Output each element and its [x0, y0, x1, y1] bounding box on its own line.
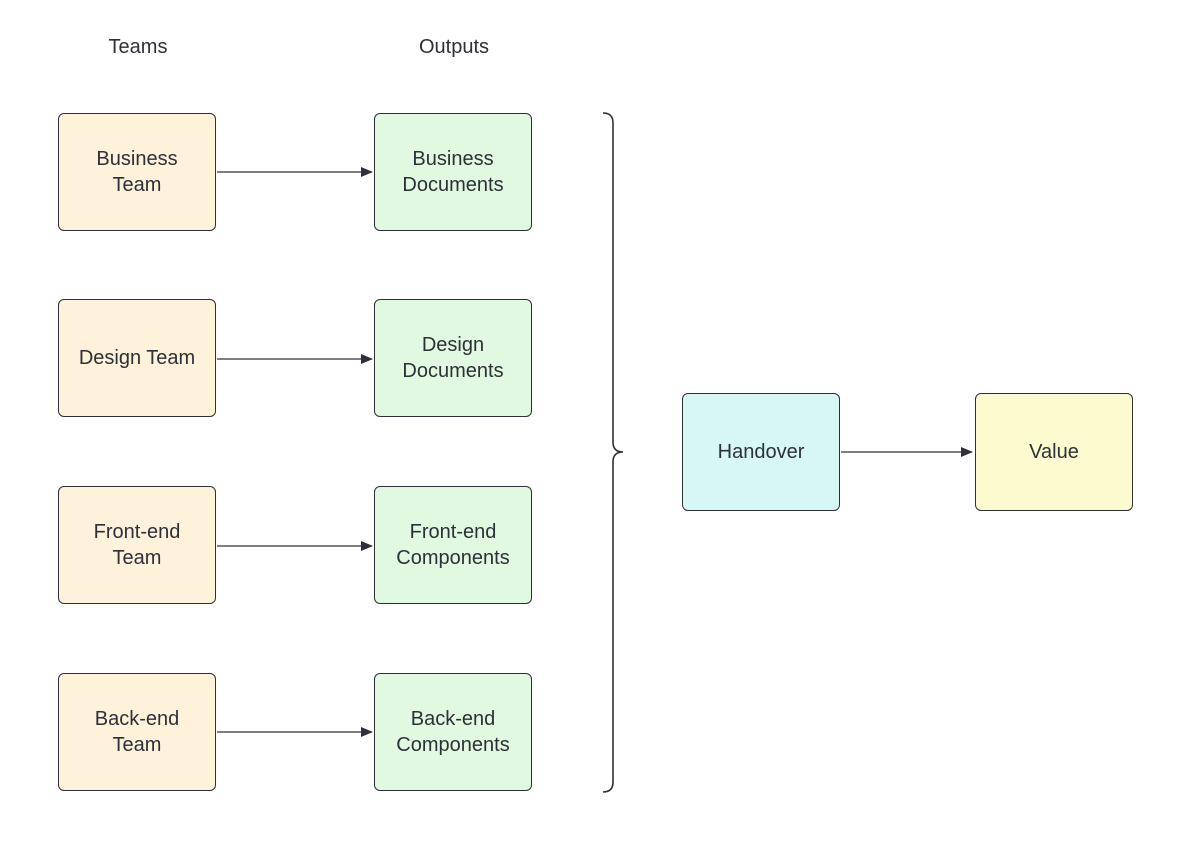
value-box[interactable]: Value: [975, 393, 1133, 511]
teams-column-header: Teams: [108, 36, 168, 58]
output-box-business-documents[interactable]: Business Documents: [374, 113, 532, 231]
team-box-front-end[interactable]: Front-end Team: [58, 486, 216, 604]
team-box-design[interactable]: Design Team: [58, 299, 216, 417]
handover-box[interactable]: Handover: [682, 393, 840, 511]
output-box-design-documents[interactable]: Design Documents: [374, 299, 532, 417]
team-box-back-end[interactable]: Back-end Team: [58, 673, 216, 791]
team-box-business[interactable]: Business Team: [58, 113, 216, 231]
output-box-back-end-components[interactable]: Back-end Components: [374, 673, 532, 791]
output-box-front-end-components[interactable]: Front-end Components: [374, 486, 532, 604]
outputs-column-header: Outputs: [418, 36, 490, 58]
grouping-brace: [602, 112, 624, 793]
